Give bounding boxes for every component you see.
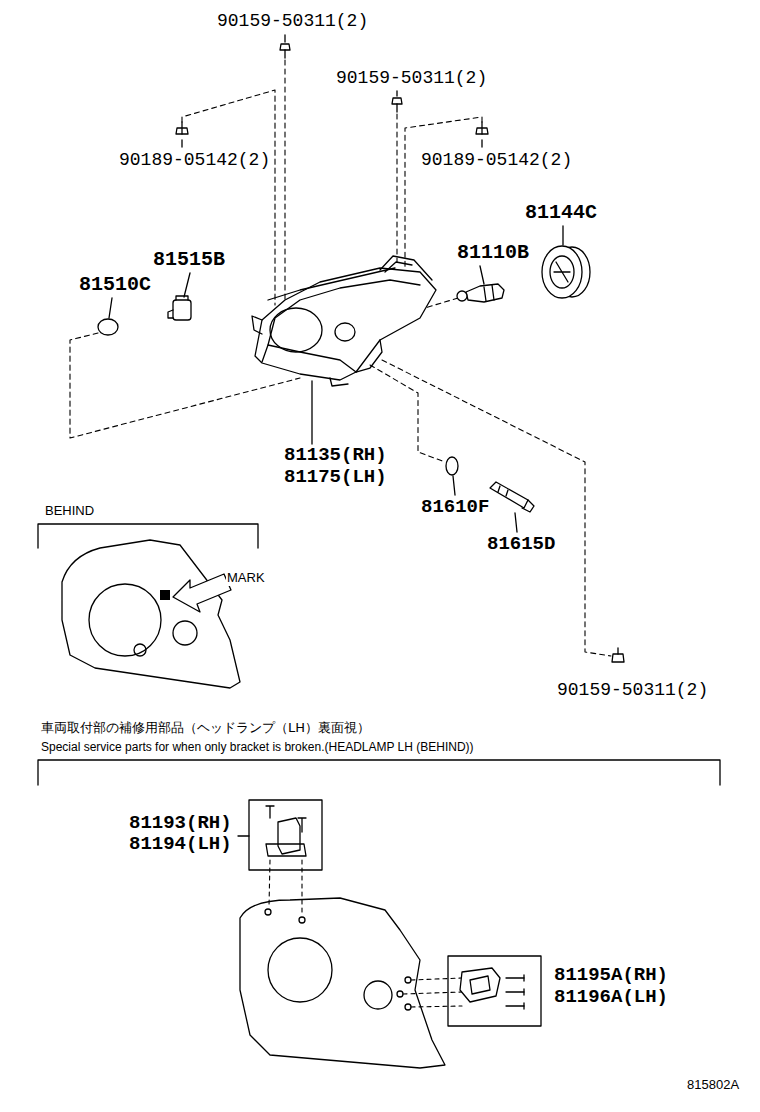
part-number: 81135(RH) xyxy=(283,445,388,467)
mark-label: MARK xyxy=(226,571,266,586)
view-label: BEHIND xyxy=(44,504,95,519)
part-number: 90189-05142(2) xyxy=(118,150,271,171)
part-number: 81175(LH) xyxy=(283,467,388,489)
part-number: 81193(RH) xyxy=(128,813,233,835)
note-text: 車両取付部の補修用部品（ヘッドランプ（LH）裏面視） xyxy=(40,721,371,736)
part-number: 90159-50311(2) xyxy=(335,68,488,89)
part-number: 81110B xyxy=(456,241,530,264)
part-number: 90159-50311(2) xyxy=(216,11,369,32)
part-number: 81194(LH) xyxy=(128,834,233,856)
part-number: 90189-05142(2) xyxy=(420,150,573,171)
part-number: 81510C xyxy=(78,273,152,296)
part-number: 81615D xyxy=(486,534,556,556)
part-number: 81196A(LH) xyxy=(553,987,669,1009)
part-number: 81515B xyxy=(152,248,226,271)
part-number: 81195A(RH) xyxy=(553,965,669,987)
part-number: 81144C xyxy=(524,201,598,224)
part-number: 90159-50311(2) xyxy=(556,680,709,701)
note-text: Special service parts for when only brac… xyxy=(40,741,475,755)
diagram-code: 815802A xyxy=(686,1078,740,1093)
part-number: 81610F xyxy=(420,497,490,519)
